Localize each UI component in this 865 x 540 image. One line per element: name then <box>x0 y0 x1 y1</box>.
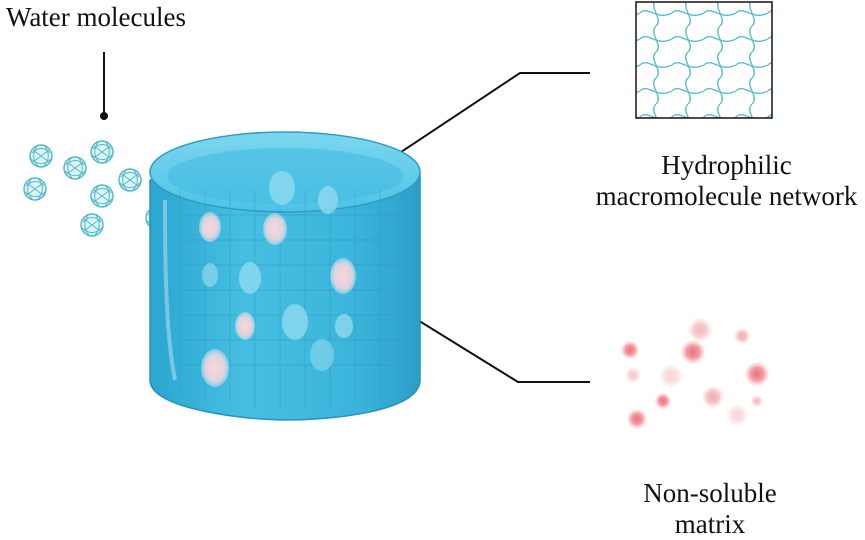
matrix-particle-icon <box>625 367 641 383</box>
hydrophilic-network-label: Hydrophilic macromolecule network <box>588 150 865 212</box>
matrix-particle-icon <box>621 341 639 359</box>
water-molecule-icon <box>63 156 87 180</box>
matrix-particle-icon <box>627 409 647 429</box>
matrix-particle-icon <box>734 328 750 344</box>
water-molecule-icon <box>80 213 104 237</box>
hydrophilic-network-label-line-2: macromolecule network <box>595 181 858 211</box>
matrix-particle-icon <box>659 364 683 388</box>
matrix-particles-cluster <box>621 318 769 429</box>
non-soluble-matrix-label-line-2: matrix <box>674 509 746 539</box>
matrix-particle-icon <box>751 395 763 407</box>
non-soluble-matrix-label: Non-soluble matrix <box>610 478 810 540</box>
water-molecule-icon <box>90 184 114 208</box>
matrix-particle-icon <box>688 318 712 342</box>
matrix-particle-icon <box>726 404 748 426</box>
non-soluble-matrix-label-line-1: Non-soluble <box>643 478 777 508</box>
network-mesh-icon <box>635 1 773 119</box>
network-leader-line <box>367 72 590 175</box>
water-molecules-label: Water molecules <box>6 2 186 32</box>
matrix-particle-icon <box>681 340 705 364</box>
matrix-particle-icon <box>702 386 724 408</box>
matrix-particle-icon <box>655 393 671 409</box>
water-molecule-icon <box>29 144 53 168</box>
hydrogel-cylinder-icon <box>149 131 421 421</box>
water-leader-dot <box>100 112 108 120</box>
water-molecules-cluster <box>23 140 169 237</box>
water-molecule-icon <box>23 177 47 201</box>
water-molecule-icon <box>90 140 114 164</box>
matrix-particle-icon <box>745 362 769 386</box>
hydrophilic-network-label-line-1: Hydrophilic <box>661 150 792 180</box>
water-molecule-icon <box>118 168 142 192</box>
